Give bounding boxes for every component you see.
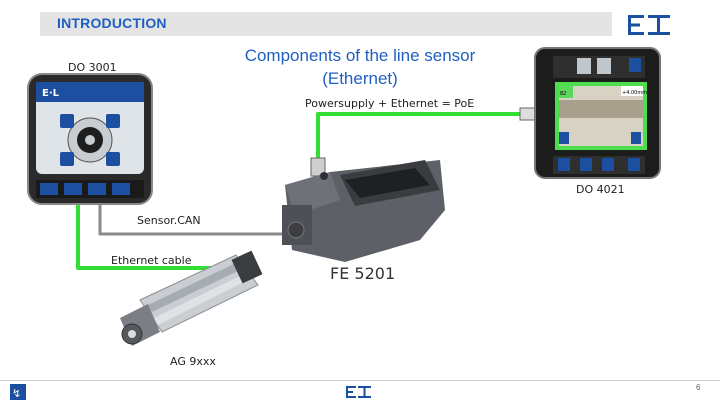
- poe-cable: [316, 112, 555, 160]
- can-cable: [98, 205, 290, 236]
- label-do4021: DO 4021: [576, 183, 625, 196]
- footer-logo: [346, 386, 371, 398]
- poe-connector-right: [519, 107, 537, 121]
- do3001-display: E·L: [27, 73, 153, 205]
- svg-text:↯: ↯: [12, 387, 21, 400]
- fe5201-sensor: [282, 160, 445, 262]
- page-number: 6: [696, 383, 701, 392]
- slide-title-line1: Components of the line sensor: [244, 46, 476, 65]
- label-ag9xxx: AG 9xxx: [170, 355, 216, 368]
- label-fe5201: FE 5201: [330, 264, 396, 283]
- company-logo: [628, 15, 670, 35]
- slide-title-line2: (Ethernet): [322, 69, 398, 88]
- header-bar: [40, 12, 612, 36]
- section-title: INTRODUCTION: [57, 15, 167, 31]
- label-power: Powersupply + Ethernet = PoE: [305, 97, 475, 110]
- label-sensor-can: Sensor.CAN: [137, 214, 201, 227]
- ethernet-cable: [76, 205, 240, 270]
- label-ethernet-cable: Ethernet cable: [111, 254, 192, 267]
- footer-divider: [0, 380, 720, 381]
- slide-title: Components of the line sensor (Ethernet): [230, 44, 490, 90]
- screen-value-1: 82: [560, 91, 566, 97]
- ag9xxx-actuator: [120, 250, 263, 346]
- screen-value-2: +4.00mm: [622, 90, 647, 96]
- do4021-display: 82 +4.00mm: [534, 47, 661, 179]
- label-do3001: DO 3001: [68, 61, 117, 74]
- footer-left-icon: ↯: [10, 384, 26, 400]
- svg-text:E·L: E·L: [42, 88, 60, 99]
